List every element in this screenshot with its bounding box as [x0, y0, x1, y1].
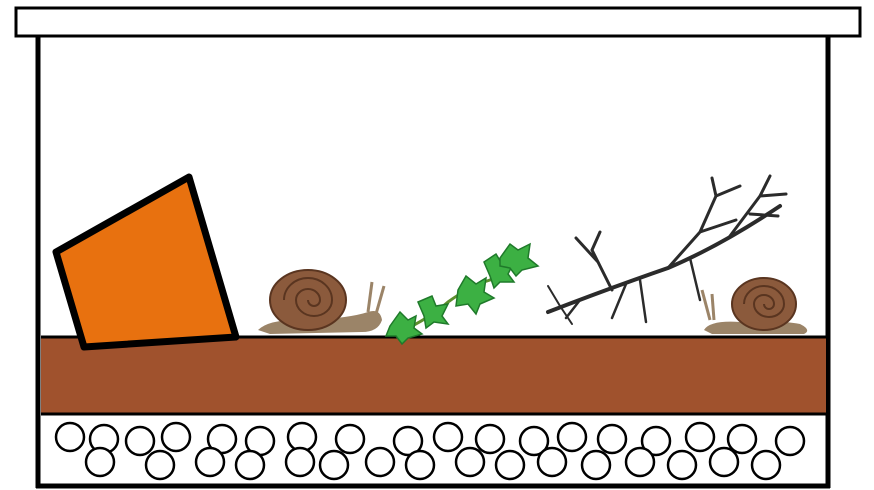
snail — [258, 270, 384, 334]
pebble — [598, 425, 626, 453]
pebble — [196, 448, 224, 476]
pebble — [434, 423, 462, 451]
pebble — [538, 448, 566, 476]
pebble — [456, 448, 484, 476]
ivy-leaf — [418, 296, 448, 328]
pebble — [320, 451, 348, 479]
pebble — [776, 427, 804, 455]
pebble — [710, 448, 738, 476]
pebble — [236, 451, 264, 479]
pebble-layer — [56, 423, 804, 479]
pebble — [336, 425, 364, 453]
pebble — [126, 427, 154, 455]
terrarium-lid — [16, 8, 860, 36]
pebble — [496, 451, 524, 479]
pebble — [558, 423, 586, 451]
pebble — [582, 451, 610, 479]
pebble — [286, 448, 314, 476]
substrate-soil — [41, 337, 826, 413]
pebble — [728, 425, 756, 453]
flower-pot — [56, 177, 236, 347]
pebble — [668, 451, 696, 479]
pebble — [752, 451, 780, 479]
pebble — [288, 423, 316, 451]
pebble — [366, 448, 394, 476]
pebble — [476, 425, 504, 453]
pebble — [86, 448, 114, 476]
snail — [702, 278, 807, 334]
pebble — [146, 451, 174, 479]
pebble — [56, 423, 84, 451]
pebble — [406, 451, 434, 479]
ivy-sprig — [386, 244, 538, 344]
pebble — [626, 448, 654, 476]
pebble — [162, 423, 190, 451]
pebble — [686, 423, 714, 451]
